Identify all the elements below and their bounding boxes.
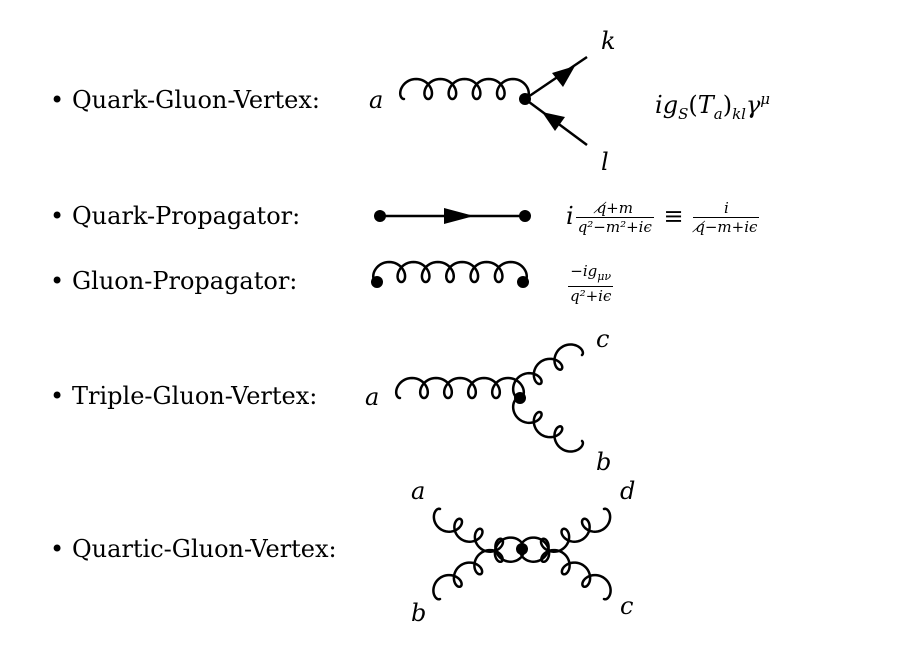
endpoint-right: [517, 276, 529, 288]
arrow-l: [542, 112, 565, 131]
vertex-dot: [514, 392, 526, 404]
row-quartic-gluon-vertex: •Quartic-Gluon-Vertex:: [50, 534, 337, 564]
f-close: ): [722, 91, 733, 119]
label-b: b: [411, 599, 427, 627]
row-title: Quark-Propagator:: [72, 202, 301, 230]
qg-vertex-formula: igS(Ta)klγμ: [655, 84, 770, 129]
row-triple-gluon-vertex: •Triple-Gluon-Vertex:: [50, 381, 317, 411]
num-text: −ig: [570, 262, 598, 280]
f-a: a: [713, 104, 723, 123]
label-a: a: [411, 477, 426, 505]
numerator: −igμν: [568, 262, 614, 287]
num-sub: μν: [597, 270, 612, 283]
bullet: •: [50, 202, 65, 230]
label-c: c: [620, 592, 634, 620]
label-l: l: [601, 148, 609, 176]
label-b: b: [596, 448, 612, 476]
denominator: q²−m²+iϵ: [577, 218, 652, 236]
gluon-line-b: [432, 536, 525, 601]
gluon-line-a: [394, 376, 526, 400]
row-quark-propagator: •Quark-Propagator:: [50, 201, 300, 231]
label-c: c: [596, 325, 610, 353]
f-open: (: [688, 91, 698, 119]
f-T: T: [697, 91, 714, 119]
vertex-dot: [519, 93, 531, 105]
gluon-line-c: [511, 343, 585, 400]
arrow: [444, 208, 474, 224]
row-quark-gluon-vertex: •Quark-Gluon-Vertex:: [50, 85, 320, 115]
row-title: Quark-Gluon-Vertex:: [72, 86, 320, 114]
equiv-sign: ≡: [663, 202, 684, 230]
f-kl: kl: [732, 104, 746, 123]
bullet: •: [50, 86, 65, 114]
endpoint-right: [519, 210, 531, 222]
numerator: i: [693, 199, 760, 218]
label-d: d: [620, 477, 636, 505]
label-a: a: [365, 383, 380, 411]
gluon-line: [398, 77, 531, 101]
label-k: k: [601, 27, 616, 55]
bullet: •: [50, 535, 65, 563]
bullet: •: [50, 267, 65, 295]
row-title: Gluon-Propagator:: [72, 267, 298, 295]
vertex-dot: [516, 543, 528, 555]
f-i: i: [566, 202, 574, 230]
arrow-k: [552, 66, 575, 87]
denominator: q²+iϵ: [570, 287, 612, 305]
bullet: •: [50, 382, 65, 410]
f-gamma: γ: [745, 91, 761, 119]
endpoint-left: [371, 276, 383, 288]
gluon-line-c: [519, 536, 612, 601]
f-i: i: [655, 91, 663, 119]
label-a: a: [369, 86, 384, 114]
denominator: q̸−m+iϵ: [695, 218, 758, 236]
f-mu: μ: [760, 90, 771, 108]
numerator: q̸+m: [575, 199, 654, 218]
f-g: g: [662, 91, 679, 119]
endpoint-left: [374, 210, 386, 222]
gluon-line: [371, 260, 529, 284]
row-title: Triple-Gluon-Vertex:: [72, 382, 318, 410]
gluon-line-b: [511, 396, 585, 453]
row-title: Quartic-Gluon-Vertex:: [72, 535, 337, 563]
f-S: S: [678, 104, 689, 123]
row-gluon-propagator: •Gluon-Propagator:: [50, 266, 297, 296]
